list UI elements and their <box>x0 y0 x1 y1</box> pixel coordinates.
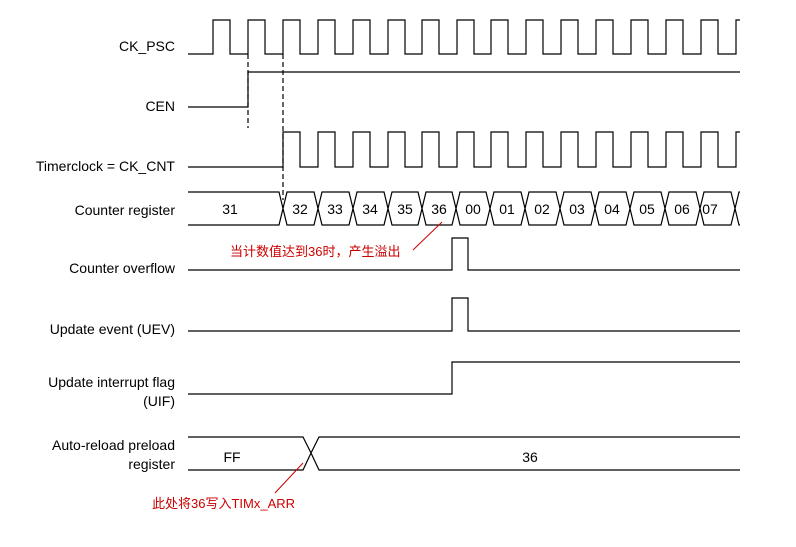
counter-value: 07 <box>702 201 718 217</box>
counter-value: 35 <box>397 201 413 217</box>
counter-value: 00 <box>465 201 481 217</box>
overflow-note-leader <box>412 221 443 251</box>
counter-value: 34 <box>362 201 378 217</box>
counter-value: 06 <box>674 201 690 217</box>
label-counter-overflow: Counter overflow <box>69 260 176 276</box>
uev-waveform <box>188 297 740 332</box>
label-arr-line2: register <box>128 456 175 472</box>
counter-value: 32 <box>292 201 308 217</box>
counter-value: 02 <box>534 201 550 217</box>
label-uif-line2: (UIF) <box>143 393 175 409</box>
cen-waveform <box>188 71 740 108</box>
counter-value: 05 <box>639 201 655 217</box>
overflow-note: 当计数值达到36时，产生溢出 <box>230 244 400 259</box>
arr-value: FF <box>223 449 240 465</box>
counter-value: 36 <box>431 201 447 217</box>
label-arr-line1: Auto-reload preload <box>52 437 175 453</box>
label-counter-register: Counter register <box>75 202 176 218</box>
arr-bus <box>188 436 740 471</box>
counter-overflow-waveform <box>188 237 740 271</box>
counter-value: 03 <box>569 201 585 217</box>
label-uif-line1: Update interrupt flag <box>48 374 175 390</box>
counter-value: 31 <box>222 201 238 217</box>
arr-note: 此处将36写入TIMx_ARR <box>152 496 295 511</box>
uif-waveform <box>188 361 740 395</box>
counter-value: 33 <box>327 201 343 217</box>
arr-note-leader <box>274 462 304 494</box>
counter-value: 04 <box>604 201 620 217</box>
label-cen: CEN <box>145 98 175 114</box>
label-ck-psc: CK_PSC <box>119 38 175 54</box>
arr-value: 36 <box>522 449 538 465</box>
ck-psc-waveform <box>188 19 740 55</box>
label-uev: Update event (UEV) <box>50 321 175 337</box>
counter-register-bus <box>188 191 740 226</box>
label-timerclock: Timerclock = CK_CNT <box>36 158 176 174</box>
timerclock-waveform <box>188 131 740 168</box>
counter-value: 01 <box>499 201 515 217</box>
